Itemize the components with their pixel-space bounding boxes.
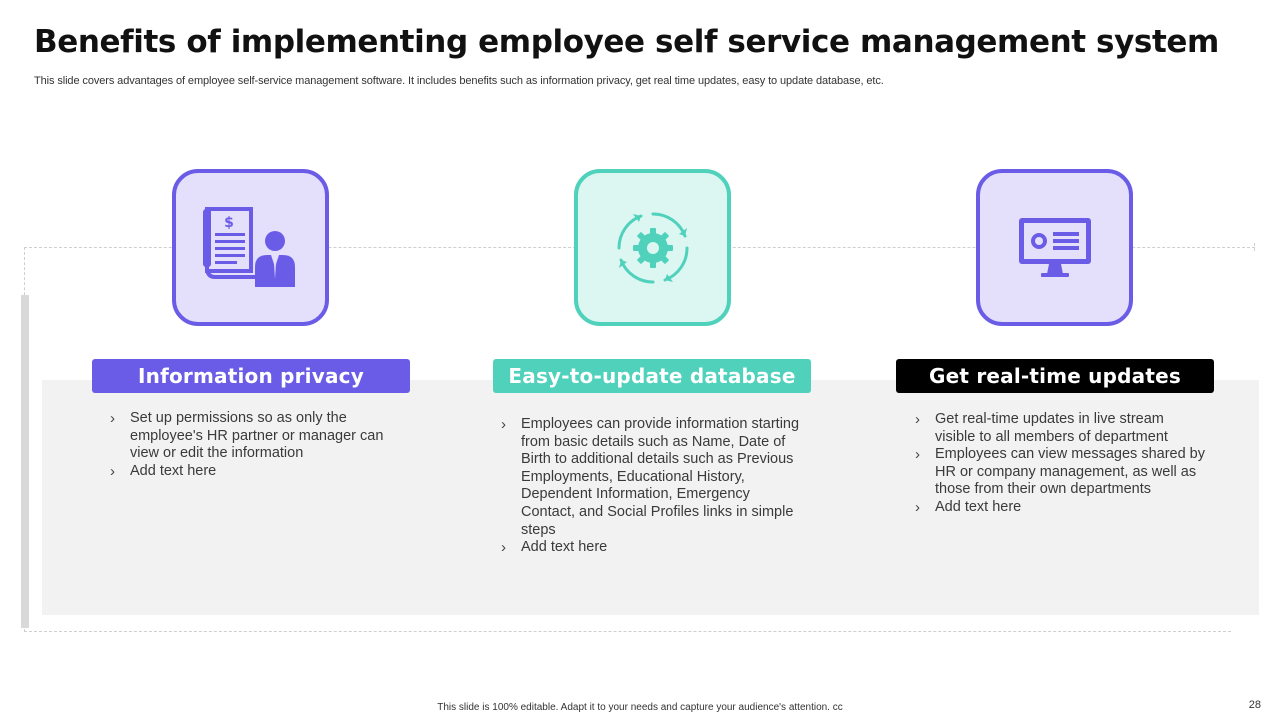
- svg-text:$: $: [224, 215, 234, 231]
- list-item: Add text here: [501, 539, 806, 557]
- left-accent-bar: [21, 295, 29, 628]
- monitor-profile-icon: [1018, 217, 1091, 277]
- page-number: 28: [1248, 699, 1261, 711]
- card-1-heading: Information privacy: [92, 359, 410, 393]
- slide-title: Benefits of implementing employee self s…: [34, 24, 1219, 60]
- list-item: Employees can provide information starti…: [501, 416, 806, 539]
- right-divider: [1254, 243, 1255, 251]
- card-3-heading: Get real-time updates: [896, 359, 1214, 393]
- card-2-bullets: Employees can provide information starti…: [501, 416, 806, 557]
- list-item: Get real-time updates in live stream vis…: [915, 411, 1205, 446]
- document-person-icon: $: [202, 206, 295, 287]
- card-2-heading: Easy-to-update database: [493, 359, 811, 393]
- list-item: Add text here: [110, 463, 400, 481]
- card-1-icon-box: $: [172, 169, 329, 326]
- slide-subtitle: This slide covers advantages of employee…: [34, 75, 884, 87]
- bottom-divider: [24, 631, 1231, 632]
- list-item: Employees can view messages shared by HR…: [915, 446, 1205, 499]
- list-item: Set up permissions so as only the employ…: [110, 410, 400, 463]
- list-item: Add text here: [915, 499, 1205, 517]
- card-3-icon-box: [976, 169, 1133, 326]
- card-2-icon-box: [574, 169, 731, 326]
- card-3-bullets: Get real-time updates in live stream vis…: [915, 411, 1205, 517]
- card-1-bullets: Set up permissions so as only the employ…: [110, 410, 400, 480]
- slide-footer: This slide is 100% editable. Adapt it to…: [437, 702, 843, 713]
- gear-cycle-icon: [616, 211, 689, 284]
